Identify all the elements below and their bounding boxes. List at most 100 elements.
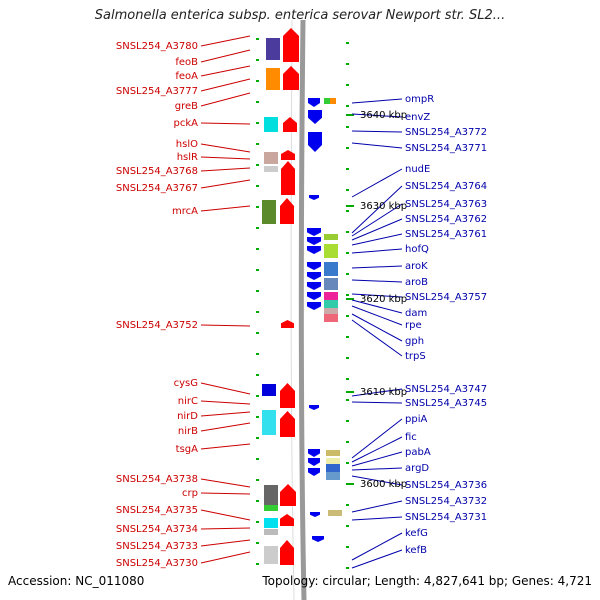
reverse-gene-arrow bbox=[308, 468, 320, 476]
feature-box-right bbox=[326, 458, 340, 464]
map-title: Salmonella enterica subsp. enterica sero… bbox=[94, 8, 506, 23]
tick-mark bbox=[346, 546, 349, 548]
forward-gene-arrow bbox=[281, 161, 295, 195]
gene-label-right: dam bbox=[405, 308, 427, 319]
forward-gene-arrow bbox=[281, 150, 295, 160]
gene-label-left: SNSL254_A3733 bbox=[116, 541, 198, 552]
connector-right bbox=[351, 319, 403, 357]
gene-label-left: crp bbox=[182, 488, 198, 499]
feature-box-right bbox=[326, 472, 340, 480]
connector-right bbox=[351, 388, 403, 397]
tick-mark bbox=[346, 378, 349, 380]
gene-label-right: rpe bbox=[405, 320, 422, 331]
reverse-gene-arrow bbox=[307, 246, 321, 254]
gene-label-right: SNSL254_A3762 bbox=[405, 214, 487, 225]
feature-box-right bbox=[324, 234, 338, 240]
tick-mark bbox=[346, 63, 349, 65]
connector-left bbox=[200, 49, 251, 63]
feature-box-left bbox=[264, 518, 278, 528]
gene-label-right: SNSL254_A3745 bbox=[405, 398, 487, 409]
feature-box-left bbox=[266, 68, 280, 90]
tick-mark bbox=[346, 126, 349, 128]
reverse-gene-arrow bbox=[309, 405, 319, 410]
connector-right bbox=[351, 279, 403, 283]
reverse-gene-arrow bbox=[308, 98, 320, 107]
tick-mark bbox=[256, 206, 259, 208]
gene-label-left: SNSL254_A3768 bbox=[116, 166, 198, 177]
reverse-gene-arrow bbox=[308, 449, 320, 457]
feature-box-right bbox=[326, 464, 340, 472]
tick-mark bbox=[346, 462, 349, 464]
gene-label-right: SNSL254_A3761 bbox=[405, 229, 487, 240]
gene-label-left: feoB bbox=[175, 57, 198, 68]
connector-right bbox=[351, 305, 403, 326]
scale-tick bbox=[346, 114, 354, 116]
tick-mark bbox=[256, 353, 259, 355]
connector-left bbox=[200, 324, 251, 327]
gene-label-right: aroB bbox=[405, 277, 428, 288]
gene-label-left: tsgA bbox=[176, 444, 198, 455]
gene-label-left: SNSL254_A3777 bbox=[116, 86, 198, 97]
scale-label: 3600 kbp bbox=[360, 479, 407, 490]
feature-box-right bbox=[324, 262, 338, 276]
gene-label-left: SNSL254_A3767 bbox=[116, 183, 198, 194]
scale-tick bbox=[346, 483, 354, 485]
gene-label-right: pabA bbox=[405, 447, 431, 458]
forward-gene-arrow bbox=[280, 540, 294, 565]
feature-box-left bbox=[266, 38, 280, 60]
forward-gene-arrow bbox=[280, 514, 294, 526]
connector-right bbox=[351, 113, 403, 118]
gene-label-left: SNSL254_A3730 bbox=[116, 558, 198, 569]
gene-label-right: SNSL254_A3757 bbox=[405, 292, 487, 303]
connector-right bbox=[351, 401, 403, 404]
gene-label-right: kefG bbox=[405, 528, 428, 539]
gene-label-right: SNSL254_A3764 bbox=[405, 181, 487, 192]
feature-box-right bbox=[324, 314, 338, 322]
connector-left bbox=[200, 492, 251, 495]
gene-label-left: pckA bbox=[174, 118, 199, 129]
connector-right bbox=[351, 265, 403, 269]
scale-tick bbox=[346, 298, 354, 300]
connector-left bbox=[200, 411, 251, 417]
tick-mark bbox=[346, 420, 349, 422]
connector-right bbox=[351, 467, 403, 471]
connector-left bbox=[200, 382, 251, 395]
feature-box-right bbox=[324, 308, 338, 316]
connector-left bbox=[200, 179, 251, 189]
gene-label-left: feoA bbox=[175, 71, 198, 82]
feature-box-right bbox=[324, 300, 338, 308]
tick-mark bbox=[346, 168, 349, 170]
tick-mark bbox=[256, 416, 259, 418]
tick-mark bbox=[256, 269, 259, 271]
connector-right bbox=[351, 418, 403, 459]
tick-mark bbox=[346, 567, 349, 569]
connector-left bbox=[200, 400, 251, 405]
tick-mark bbox=[346, 210, 349, 212]
tick-mark bbox=[346, 315, 349, 317]
tick-mark bbox=[256, 311, 259, 313]
tick-mark bbox=[346, 147, 349, 149]
connector-right bbox=[351, 475, 403, 486]
gene-label-right: kefB bbox=[405, 545, 427, 556]
reverse-gene-arrow bbox=[307, 272, 321, 280]
feature-box-left bbox=[262, 200, 276, 224]
reverse-gene-arrow bbox=[309, 195, 319, 200]
gene-label-left: SNSL254_A3735 bbox=[116, 505, 198, 516]
connector-right bbox=[351, 549, 403, 569]
tick-mark bbox=[346, 273, 349, 275]
gene-label-right: SNSL254_A3772 bbox=[405, 127, 487, 138]
gene-label-right: SNSL254_A3763 bbox=[405, 199, 487, 210]
feature-box-left bbox=[264, 117, 278, 132]
tick-mark bbox=[256, 458, 259, 460]
gene-label-left: nirB bbox=[178, 426, 198, 437]
connector-left bbox=[200, 156, 251, 160]
feature-box-left bbox=[262, 384, 276, 396]
connector-left bbox=[200, 78, 251, 92]
reverse-gene-arrow bbox=[307, 302, 321, 310]
gene-label-right: ompR bbox=[405, 94, 434, 105]
tick-mark bbox=[256, 395, 259, 397]
feature-box-left bbox=[264, 546, 278, 564]
connector-right bbox=[351, 248, 403, 254]
reverse-gene-arrow bbox=[307, 237, 321, 245]
